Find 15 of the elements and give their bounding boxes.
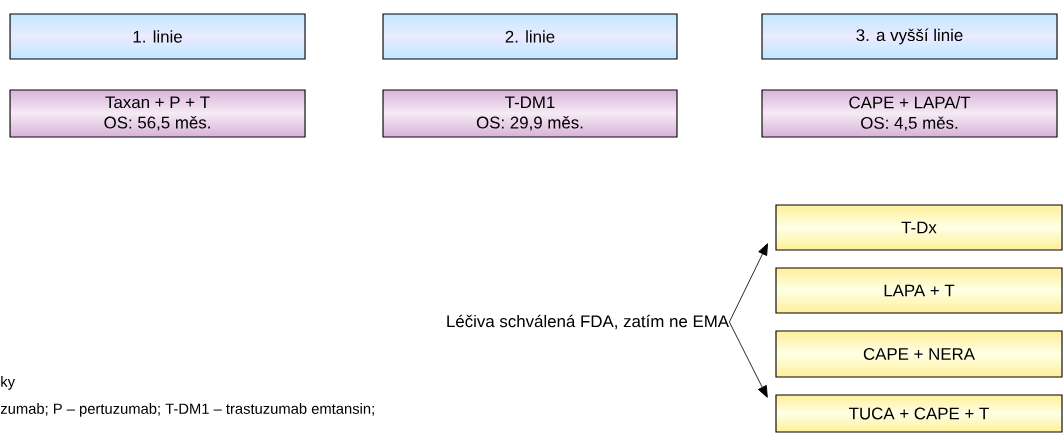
- drug-box: CAPE + NERA: [775, 330, 1063, 378]
- arrow: [728, 321, 768, 398]
- footnote-text: ky: [1, 376, 15, 390]
- text-label: Léčiva schválená FDA, zatím ne EMA: [447, 314, 730, 330]
- drug-box: T-Dx: [775, 204, 1063, 251]
- arrow: [728, 243, 768, 323]
- result-box: Taxan + P + T OS: 56,5 měs.: [9, 89, 306, 138]
- result-box: CAPE + LAPA/T OS: 4,5 měs.: [761, 89, 1058, 138]
- result-box: T-DM1 OS: 29,9 měs.: [382, 89, 678, 138]
- column-header-box: 3. a vyšší linie: [761, 13, 1058, 60]
- column-header-box: 1. linie: [9, 13, 306, 60]
- drug-box: LAPA + T: [775, 267, 1063, 314]
- drug-box: TUCA + CAPE + T: [775, 394, 1063, 433]
- column-header-box: 2. linie: [382, 13, 678, 60]
- footnote-text: zumab; P – pertuzumab; T-DM1 – trastuzumab emtansin;: [0, 403, 374, 417]
